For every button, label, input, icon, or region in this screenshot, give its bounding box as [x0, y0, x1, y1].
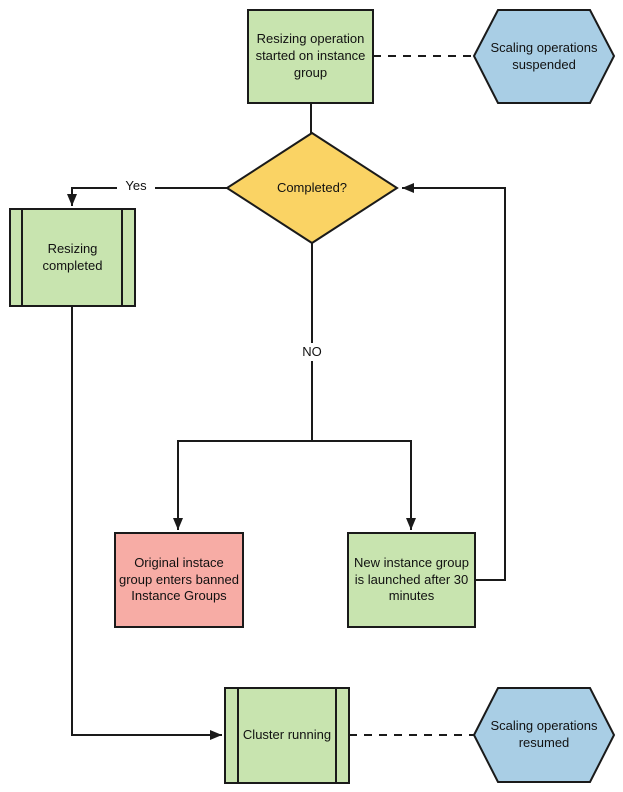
start-node-shape [247, 9, 374, 104]
edge-decision-yes [67, 187, 227, 206]
cluster-running-shape [224, 687, 350, 784]
banned-node-shape [114, 532, 244, 628]
edge-resizing-to-cluster [71, 306, 222, 740]
resizing-completed-shape [9, 208, 136, 307]
decision-diamond-shape [225, 131, 399, 245]
edge-no-to-new-group [312, 440, 416, 530]
resumed-hexagon-shape [472, 687, 616, 783]
edge-new-group-to-decision [402, 183, 506, 581]
new-group-node-shape [347, 532, 476, 628]
edge-no-to-banned [173, 440, 312, 530]
suspended-hexagon-shape [472, 9, 616, 104]
